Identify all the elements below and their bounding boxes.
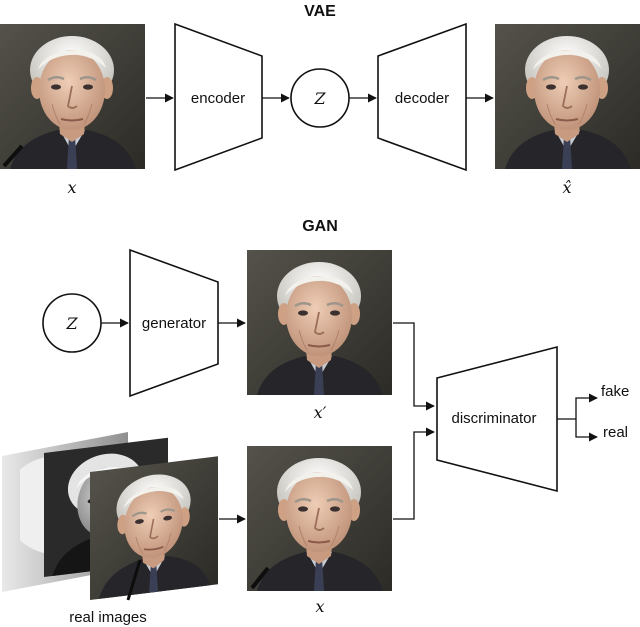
gan-real-image <box>247 446 392 591</box>
vae-title: VAE <box>304 3 336 20</box>
real-images-label: real images <box>69 609 147 626</box>
gan-output-real: real <box>603 424 628 441</box>
vae-input-label: x <box>67 178 76 197</box>
generator-label: generator <box>142 315 206 332</box>
vae-output-label: x̂ <box>562 178 571 197</box>
real-images-stack <box>2 432 218 602</box>
gan-arrow-real-discriminator <box>393 427 435 520</box>
gan-real-label: x <box>315 597 324 616</box>
vae-input-image <box>0 24 145 169</box>
gan-output-fake: fake <box>601 383 629 400</box>
gan-title: GAN <box>302 218 338 235</box>
discriminator-block <box>436 345 558 493</box>
encoder-label: encoder <box>191 90 245 107</box>
gan-generated-image <box>247 250 392 395</box>
gan-arrow-real <box>575 419 598 442</box>
gan-generated-label: x′ <box>314 403 327 422</box>
gan-arrow-generated-discriminator <box>393 322 435 411</box>
encoder-block <box>174 22 263 172</box>
gan-latent-label: Z <box>65 314 78 333</box>
decoder-label: decoder <box>395 90 449 107</box>
discriminator-label: discriminator <box>451 410 536 427</box>
gan-arrow-fake <box>575 393 598 419</box>
vae-output-image <box>495 24 640 169</box>
generator-block <box>129 248 219 398</box>
decoder-block <box>377 22 467 172</box>
vae-latent-label: Z <box>313 89 326 108</box>
